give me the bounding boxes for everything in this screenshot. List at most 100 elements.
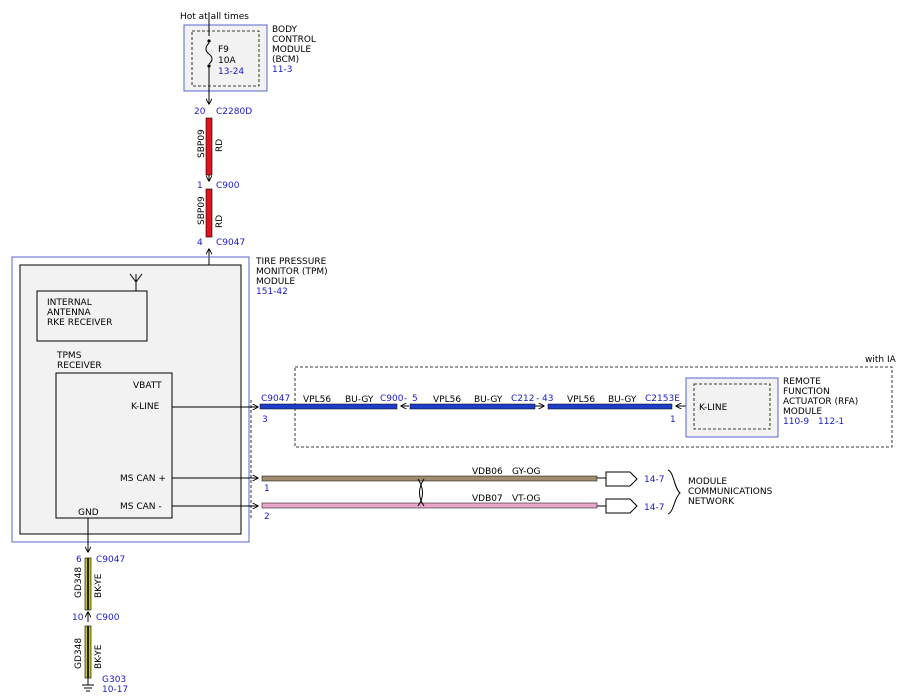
wire-vpl56-bu-gy-3 — [547, 403, 673, 410]
fuse-icon — [205, 42, 213, 65]
ground-icon — [82, 678, 94, 692]
rfa-name-line: MODULE — [783, 407, 822, 417]
tpms-receiver-box — [55, 372, 173, 519]
antenna-label-line: INTERNAL — [47, 298, 92, 308]
ground-ref: 10-17 — [102, 685, 128, 695]
dash-separator: - — [404, 394, 407, 404]
dash-separator: - — [536, 394, 539, 404]
receiver-label-line: TPMS — [56, 351, 82, 361]
network-brace — [667, 469, 681, 515]
rfa-ref-2: 112-1 — [818, 417, 844, 427]
receiver-label-line: RECEIVER — [57, 361, 102, 371]
bcm-name-line: (BCM) — [272, 55, 299, 65]
network-label-line: COMMUNICATIONS — [688, 487, 773, 497]
connector-c900: C900 — [216, 181, 240, 191]
bcm-outline — [183, 24, 268, 92]
rfa-name: REMOTE FUNCTION ACTUATOR (RFA) MODULE 11… — [783, 377, 858, 427]
connector-c212: C212 — [511, 394, 534, 404]
bcm-name: BODY CONTROL MODULE (BCM) 11-3 — [272, 25, 316, 75]
rfa-outline — [685, 377, 779, 438]
bcm-name-line: BODY — [272, 25, 298, 35]
wire-color-rd-2: RD — [215, 215, 225, 228]
rfa-name-line: ACTUATOR (RFA) — [783, 397, 858, 407]
with-ia-label: with IA — [865, 355, 897, 365]
connector-c900-gnd: C900 — [96, 613, 120, 623]
pin-3: 3 — [262, 415, 268, 425]
pin-6: 6 — [76, 555, 82, 565]
wire-color-bu-gy-2: BU-GY — [474, 395, 503, 405]
bcm-inner-dashed — [191, 30, 260, 87]
wire-color-bk-ye-2: BK-YE — [94, 644, 104, 669]
pin-label-mscan-minus: MS CAN - — [120, 502, 162, 512]
wire-color-gy-og: GY-OG — [512, 467, 541, 477]
circuit-vdb06: VDB06 — [472, 467, 503, 477]
bcm-name-line: CONTROL — [272, 35, 316, 45]
connector-c9047-kline: C9047 — [261, 394, 290, 404]
fuse-name: F9 — [218, 45, 229, 55]
connector-c9047-power: C9047 — [216, 238, 245, 248]
connector-c2153e: C2153E — [645, 394, 680, 404]
wire-vdb06-gy-og — [261, 475, 598, 482]
antenna-label-line: RKE RECEIVER — [47, 318, 112, 328]
wire-vpl56-bu-gy-2 — [409, 403, 536, 410]
tpm-outline — [11, 256, 250, 543]
pin-label-vbatt: VBATT — [133, 381, 162, 391]
connector-c9047-gnd: C9047 — [96, 555, 125, 565]
bcm-name-line: MODULE — [272, 45, 311, 55]
pin-2-can: 2 — [264, 512, 270, 522]
wire-vdb07-vt-og — [261, 502, 598, 509]
fuse-terminal-top — [207, 39, 211, 43]
pin-43: 43 — [542, 394, 553, 404]
pin-label-gnd: GND — [78, 508, 99, 518]
connector-c900-kline: C900 — [380, 394, 404, 404]
circuit-vdb07: VDB07 — [472, 494, 503, 504]
pin-1-can: 1 — [264, 484, 270, 494]
pin-4: 4 — [197, 238, 203, 248]
ground-g303: G303 — [102, 675, 126, 685]
fuse-ref: 13-24 — [218, 67, 244, 77]
can-plus-ref: 14-7 — [644, 475, 664, 485]
rfa-pin-kline: K-LINE — [699, 403, 728, 413]
pin-10: 10 — [72, 613, 84, 623]
tpm-name: TIRE PRESSURE MONITOR (TPM) MODULE 151-4… — [255, 257, 328, 297]
connector-c2280d: C2280D — [216, 107, 252, 117]
wire-gd348-stripe-1 — [87, 558, 89, 610]
tpm-name-line: MODULE — [256, 277, 295, 287]
pin-label-kline: K-LINE — [131, 402, 160, 412]
pin-5: 5 — [412, 394, 418, 404]
twisted-pair-icon — [417, 478, 425, 507]
pin-1-rfa: 1 — [670, 415, 676, 425]
can-plus-offpage-connector — [605, 471, 638, 487]
hot-at-all-times-label: Hot at all times — [180, 12, 249, 22]
antenna-icon — [129, 273, 143, 291]
tpm-name-line: TIRE PRESSURE — [255, 257, 327, 267]
network-label-line: MODULE — [688, 477, 727, 487]
circuit-sbp09-2: SBP09 — [197, 196, 207, 225]
fuse-rating: 10A — [218, 56, 236, 66]
rfa-ref-1: 110-9 — [783, 417, 809, 427]
wire-color-bu-gy-3: BU-GY — [608, 395, 637, 405]
wire-color-bk-ye-1: BK-YE — [94, 573, 104, 598]
tpm-name-line: MONITOR (TPM) — [256, 267, 328, 277]
circuit-sbp09-1: SBP09 — [197, 129, 207, 158]
with-ia-dashed-box — [294, 366, 893, 448]
antenna-label-line: ANTENNA — [47, 308, 92, 318]
wire-color-bu-gy-1: BU-GY — [345, 395, 374, 405]
tpm-ref: 151-42 — [256, 287, 288, 297]
wire-color-vt-og: VT-OG — [512, 494, 540, 504]
wire-gd348-stripe-2 — [87, 626, 89, 678]
wire-vpl56-bu-gy-1 — [259, 403, 398, 410]
network-label-line: NETWORK — [688, 497, 735, 507]
rfa-inner-dashed — [693, 383, 771, 430]
circuit-vpl56-1: VPL56 — [303, 395, 331, 405]
wire-sbp09-rd-2 — [205, 188, 213, 238]
rfa-name-line: REMOTE — [783, 377, 821, 387]
circuit-gd348-1: GD348 — [74, 567, 84, 598]
can-minus-ref: 14-7 — [644, 503, 664, 513]
rfa-name-line: FUNCTION — [783, 387, 830, 397]
circuit-vpl56-3: VPL56 — [567, 395, 595, 405]
pin-20: 20 — [194, 107, 206, 117]
pin-label-mscan-plus: MS CAN + — [120, 474, 166, 484]
wire-color-rd-1: RD — [215, 139, 225, 152]
